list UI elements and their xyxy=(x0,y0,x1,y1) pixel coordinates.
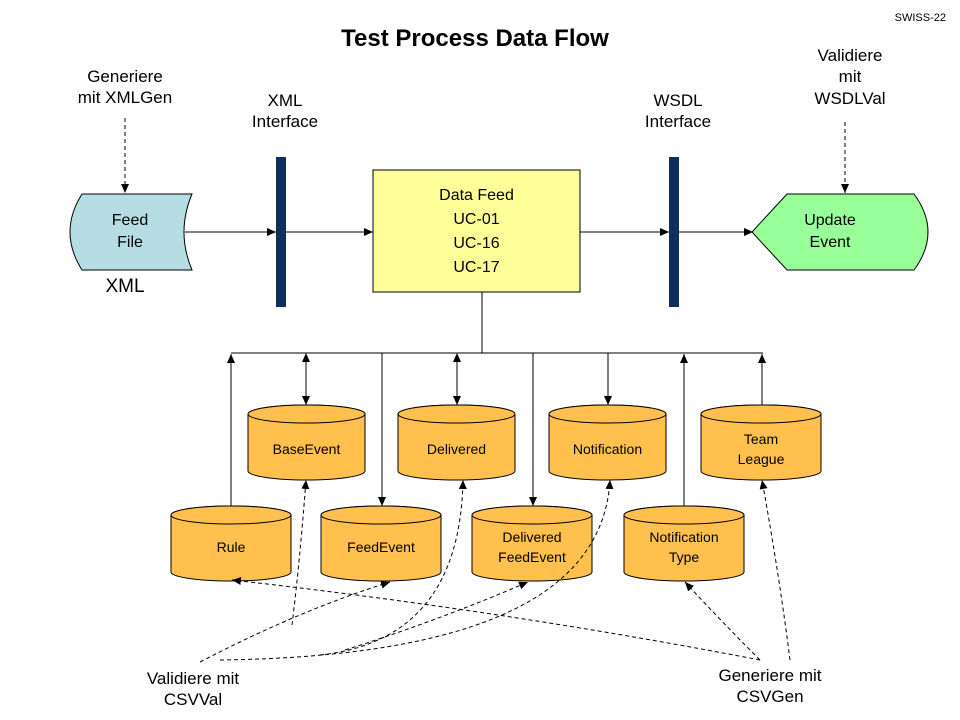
dashed-arrow-csvgen-rule xyxy=(231,577,761,661)
xml-interface-label: XML Interface xyxy=(251,91,319,132)
feed-file-label: Feed File xyxy=(111,211,149,251)
dashed-arrow-csvval-delivered xyxy=(319,479,467,656)
wsdl-interface-label: WSDL Interface xyxy=(644,91,712,132)
db-notification-type-label: Notification Type xyxy=(649,529,719,565)
validate-wsdlval-label: Validiere mit WSDLVal xyxy=(814,46,886,108)
wsdl-interface-bar xyxy=(669,157,679,307)
db-delivered-feedevent-label: Delivered FeedEvent xyxy=(498,529,566,565)
db-team-league-label: Team League xyxy=(737,431,785,467)
validate-csvval-label: Validiere mit CSVVal xyxy=(146,669,240,710)
slide-code: SWISS-22 xyxy=(894,12,946,24)
db-delivered-feedevent-cylinder xyxy=(471,505,593,582)
db-delivered-cylinder xyxy=(397,404,516,481)
update-event-label: Update Event xyxy=(804,211,856,251)
dashed-arrow-csvval-baseevent xyxy=(291,479,310,626)
db-rule-label: Rule xyxy=(216,539,246,556)
db-feedevent-cylinder xyxy=(320,505,442,582)
db-notification-cylinder xyxy=(548,404,667,481)
data-feed-label: Data Feed UC-01 UC-16 UC-17 xyxy=(439,187,514,276)
generate-xmlgen-label: Generiere mit XMLGen xyxy=(77,67,173,108)
db-notification-type-cylinder xyxy=(623,505,745,582)
update-event-shape xyxy=(751,193,929,271)
generate-csvgen-label: Generiere mit CSVGen xyxy=(718,666,822,707)
dashed-arrow-csvval-delivered-feedevent xyxy=(344,581,529,651)
db-delivered-label: Delivered xyxy=(426,441,487,458)
page-title: Test Process Data Flow xyxy=(341,25,609,52)
dashed-arrow-csvval-feedevent xyxy=(199,580,391,663)
db-feedevent-label: FeedEvent xyxy=(347,539,415,556)
feed-file-shape xyxy=(69,193,193,271)
db-team-league-cylinder xyxy=(700,404,822,481)
xml-interface-bar xyxy=(276,157,286,307)
db-rule-cylinder xyxy=(170,505,292,582)
db-baseevent-cylinder xyxy=(247,404,366,481)
dashed-arrow-csvval-notification xyxy=(219,479,614,661)
database-cylinders xyxy=(170,404,822,582)
data-feed-box xyxy=(372,169,581,293)
db-baseevent-label: BaseEvent xyxy=(272,441,341,458)
db-notification-label: Notification xyxy=(572,441,643,458)
xml-caption: XML xyxy=(105,276,145,297)
dashed-arrow-csvgen-team-league xyxy=(759,479,791,661)
